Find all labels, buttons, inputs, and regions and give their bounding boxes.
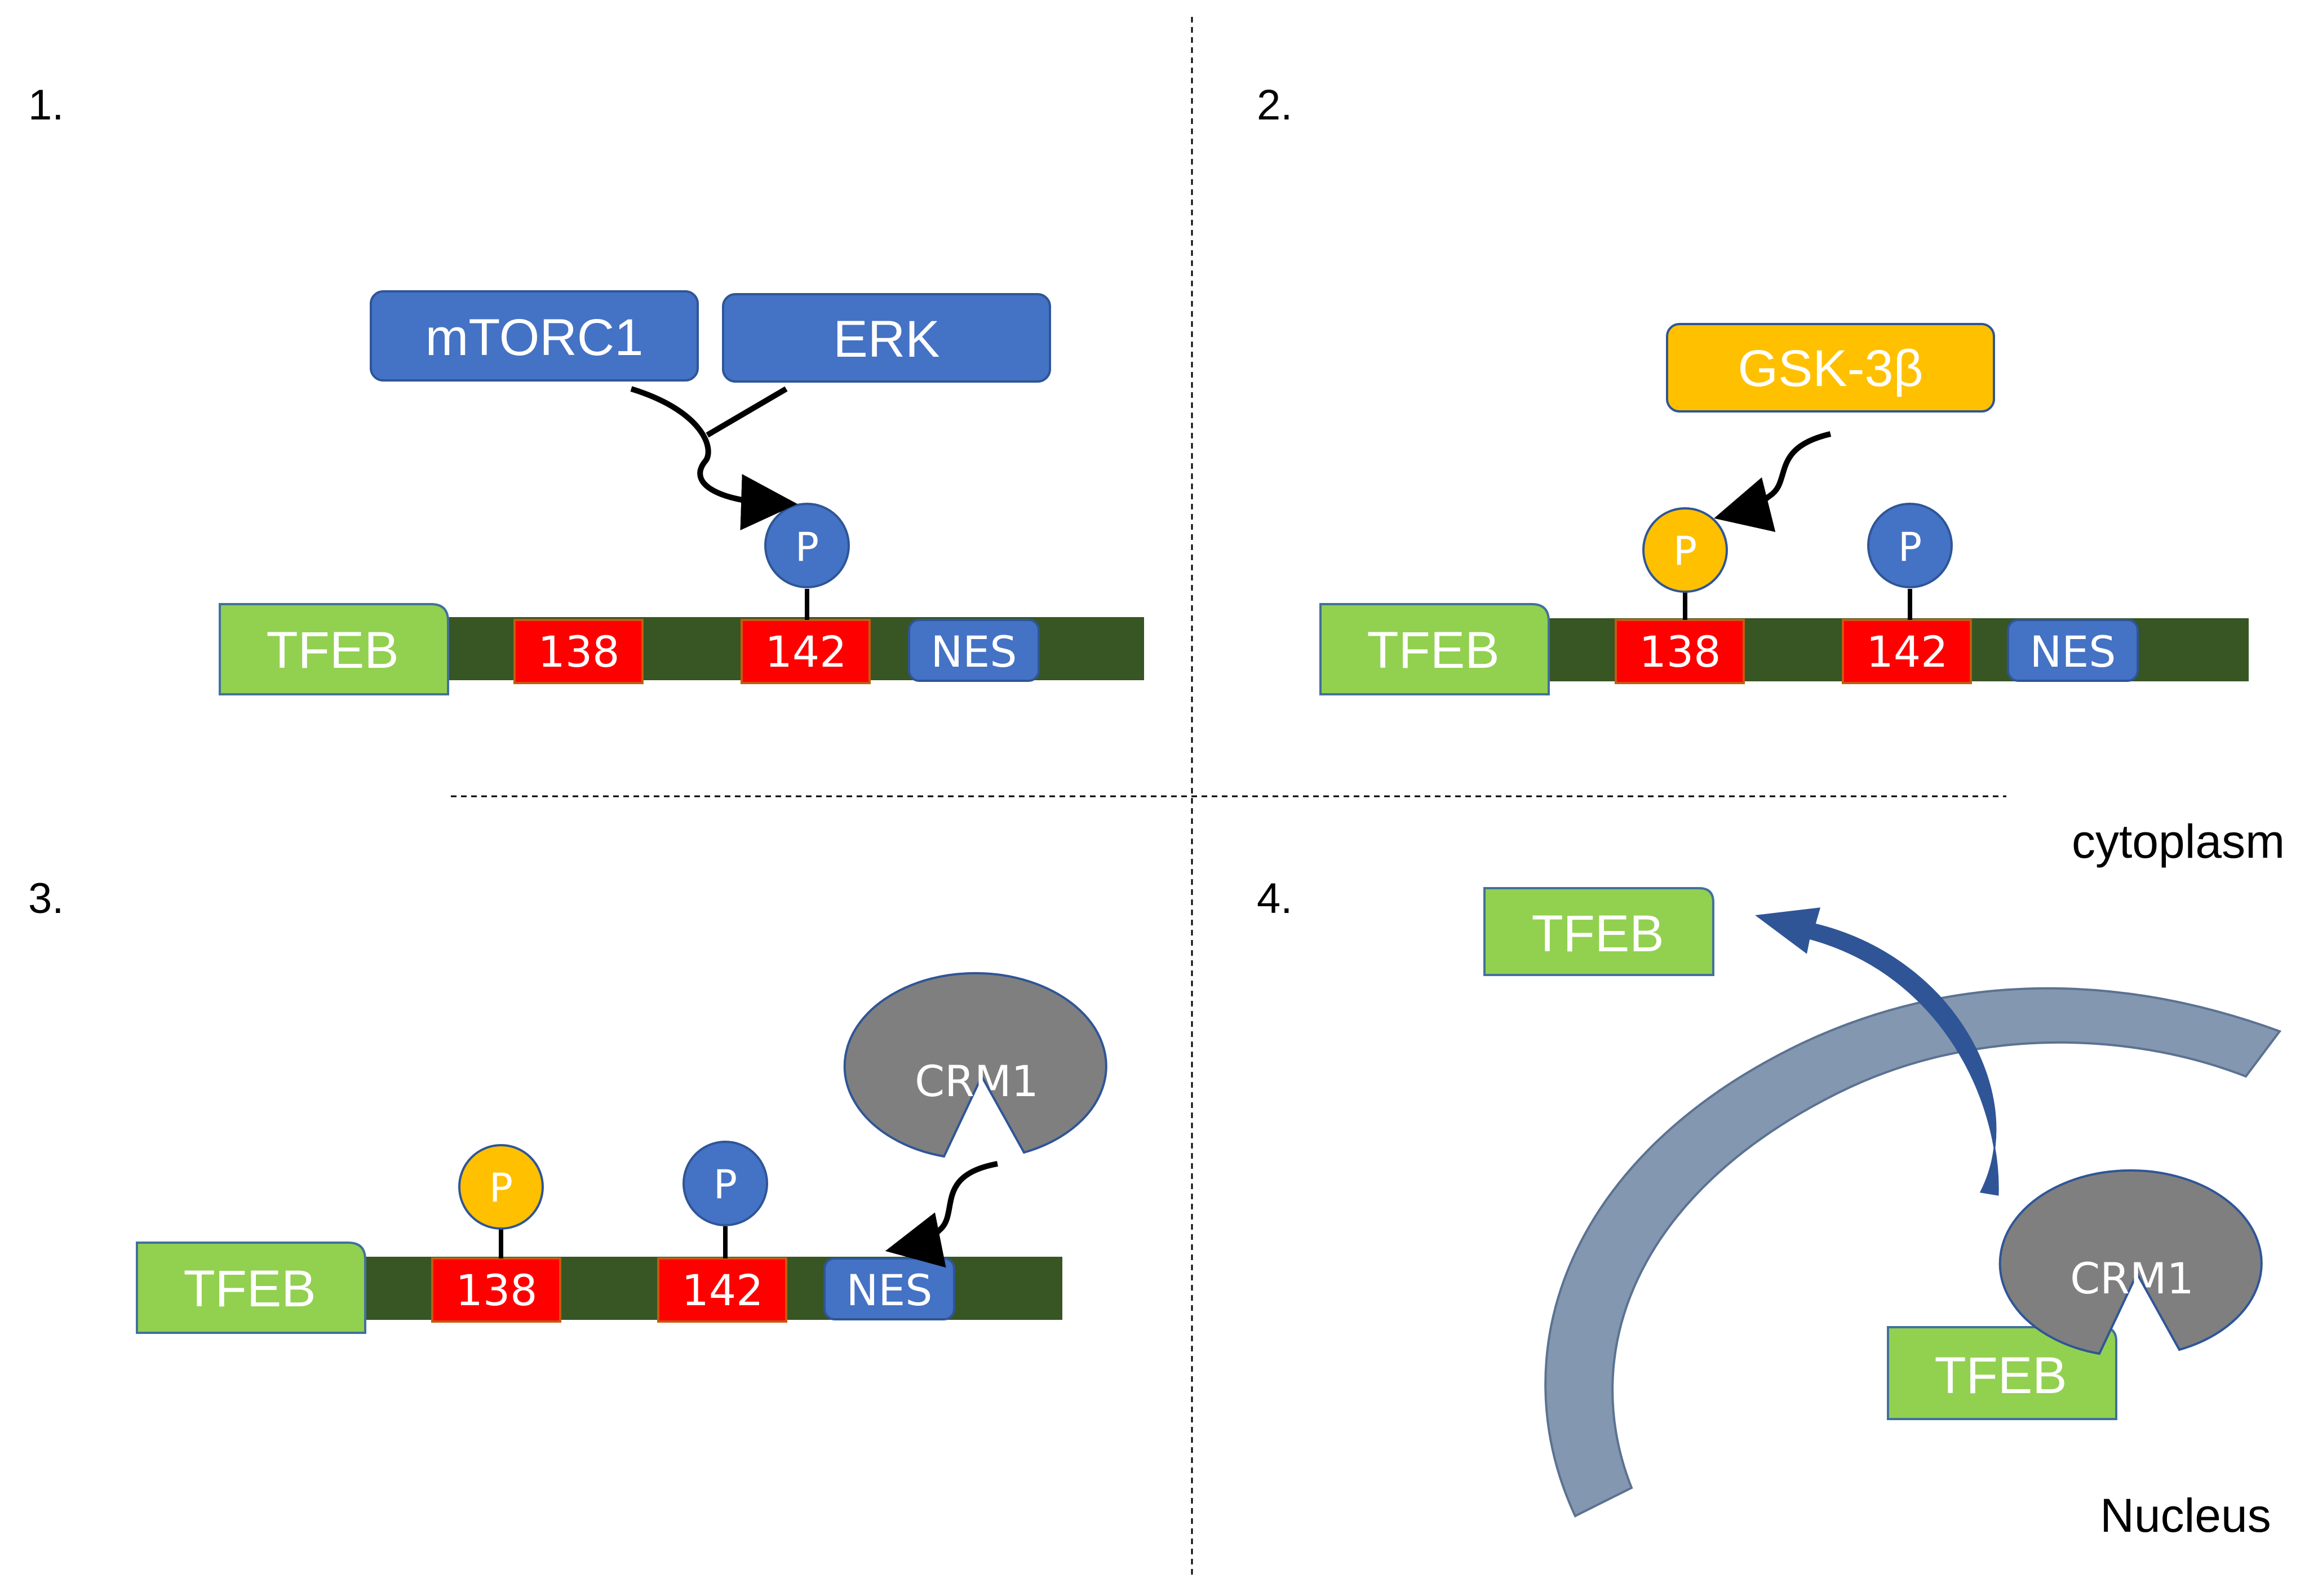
site-138-box (513, 619, 644, 684)
nes-box (2007, 619, 2139, 682)
crm1-label: CRM1 (2070, 1253, 2194, 1304)
panel-number-3: 3. (28, 875, 64, 923)
gsk3b-label: GSK-3β (1738, 340, 1923, 397)
crm1-label: CRM1 (915, 1056, 1039, 1106)
mtorc1-box (370, 290, 699, 382)
phospho-138-circle (1642, 507, 1728, 593)
panel-2: TFEB 138 142 NES P P GSK-3β (1319, 323, 2249, 695)
mtorc1-erk-arrow (630, 386, 797, 531)
phospho-138-label: P (1673, 528, 1697, 574)
erk-arrow-branch (706, 386, 788, 438)
site-138-label: 138 (455, 1265, 537, 1315)
site-142-label: 142 (765, 627, 846, 677)
panel-4: TFEB TFEB CRM1 cytoplasm Nucleus (1483, 815, 2285, 1542)
tfeb-box (219, 603, 449, 695)
site-142-label: 142 (1866, 627, 1948, 677)
export-arrow (1755, 907, 1999, 1196)
site-142-box (1842, 619, 1972, 684)
tfeb-label: TFEB (266, 622, 398, 679)
site-138-box (1615, 619, 1745, 684)
gsk3b-box (1666, 323, 1995, 413)
site-142-box (741, 619, 871, 684)
crm1-shape (843, 972, 1107, 1158)
phospho-138-label: P (489, 1165, 513, 1211)
panel-number-4: 4. (1257, 875, 1292, 923)
tfeb-label: TFEB (183, 1260, 316, 1318)
panel-1: TFEB 138 142 NES P mTORC1 ERK (219, 290, 1144, 695)
site-142-box (657, 1257, 787, 1323)
site-138-label: 138 (538, 627, 619, 677)
erk-box (722, 293, 1051, 383)
crm1-nes-arrow (885, 1161, 998, 1268)
phospho-142-circle (682, 1141, 768, 1226)
cytoplasm-label: cytoplasm (2072, 815, 2285, 868)
phospho-142-circle (1867, 503, 1953, 588)
cytoplasm-tfeb-box (1483, 887, 1714, 976)
phospho-142-label: P (795, 524, 819, 570)
tfeb-label: TFEB (1367, 622, 1499, 679)
nucleus-label: Nucleus (2100, 1489, 2271, 1542)
nes-label: NES (2029, 627, 2116, 677)
crm1-shape (1998, 1169, 2263, 1355)
panel-3: TFEB 138 142 NES P P CRM1 (136, 972, 1107, 1334)
erk-label: ERK (833, 311, 939, 368)
tfeb-box (136, 1242, 366, 1334)
phospho-142-label: P (1898, 524, 1922, 570)
site-142-label: 142 (681, 1265, 763, 1315)
panel-number-1: 1. (28, 81, 64, 129)
panel-number-2: 2. (1257, 81, 1292, 129)
nes-box (908, 619, 1040, 682)
mtorc1-label: mTORC1 (426, 309, 644, 366)
nes-label: NES (930, 627, 1017, 677)
gsk3b-arrow (1714, 431, 1832, 532)
cytoplasm-tfeb-label: TFEB (1531, 905, 1664, 963)
tfeb-box (1319, 603, 1550, 695)
site-138-label: 138 (1639, 627, 1721, 677)
nuclear-tfeb-label: TFEB (1934, 1347, 2067, 1404)
phospho-138-circle (458, 1144, 544, 1230)
nuclear-envelope (1544, 987, 2282, 1518)
site-138-box (431, 1257, 561, 1323)
nes-label: NES (846, 1265, 932, 1315)
phospho-142-label: P (713, 1161, 737, 1208)
